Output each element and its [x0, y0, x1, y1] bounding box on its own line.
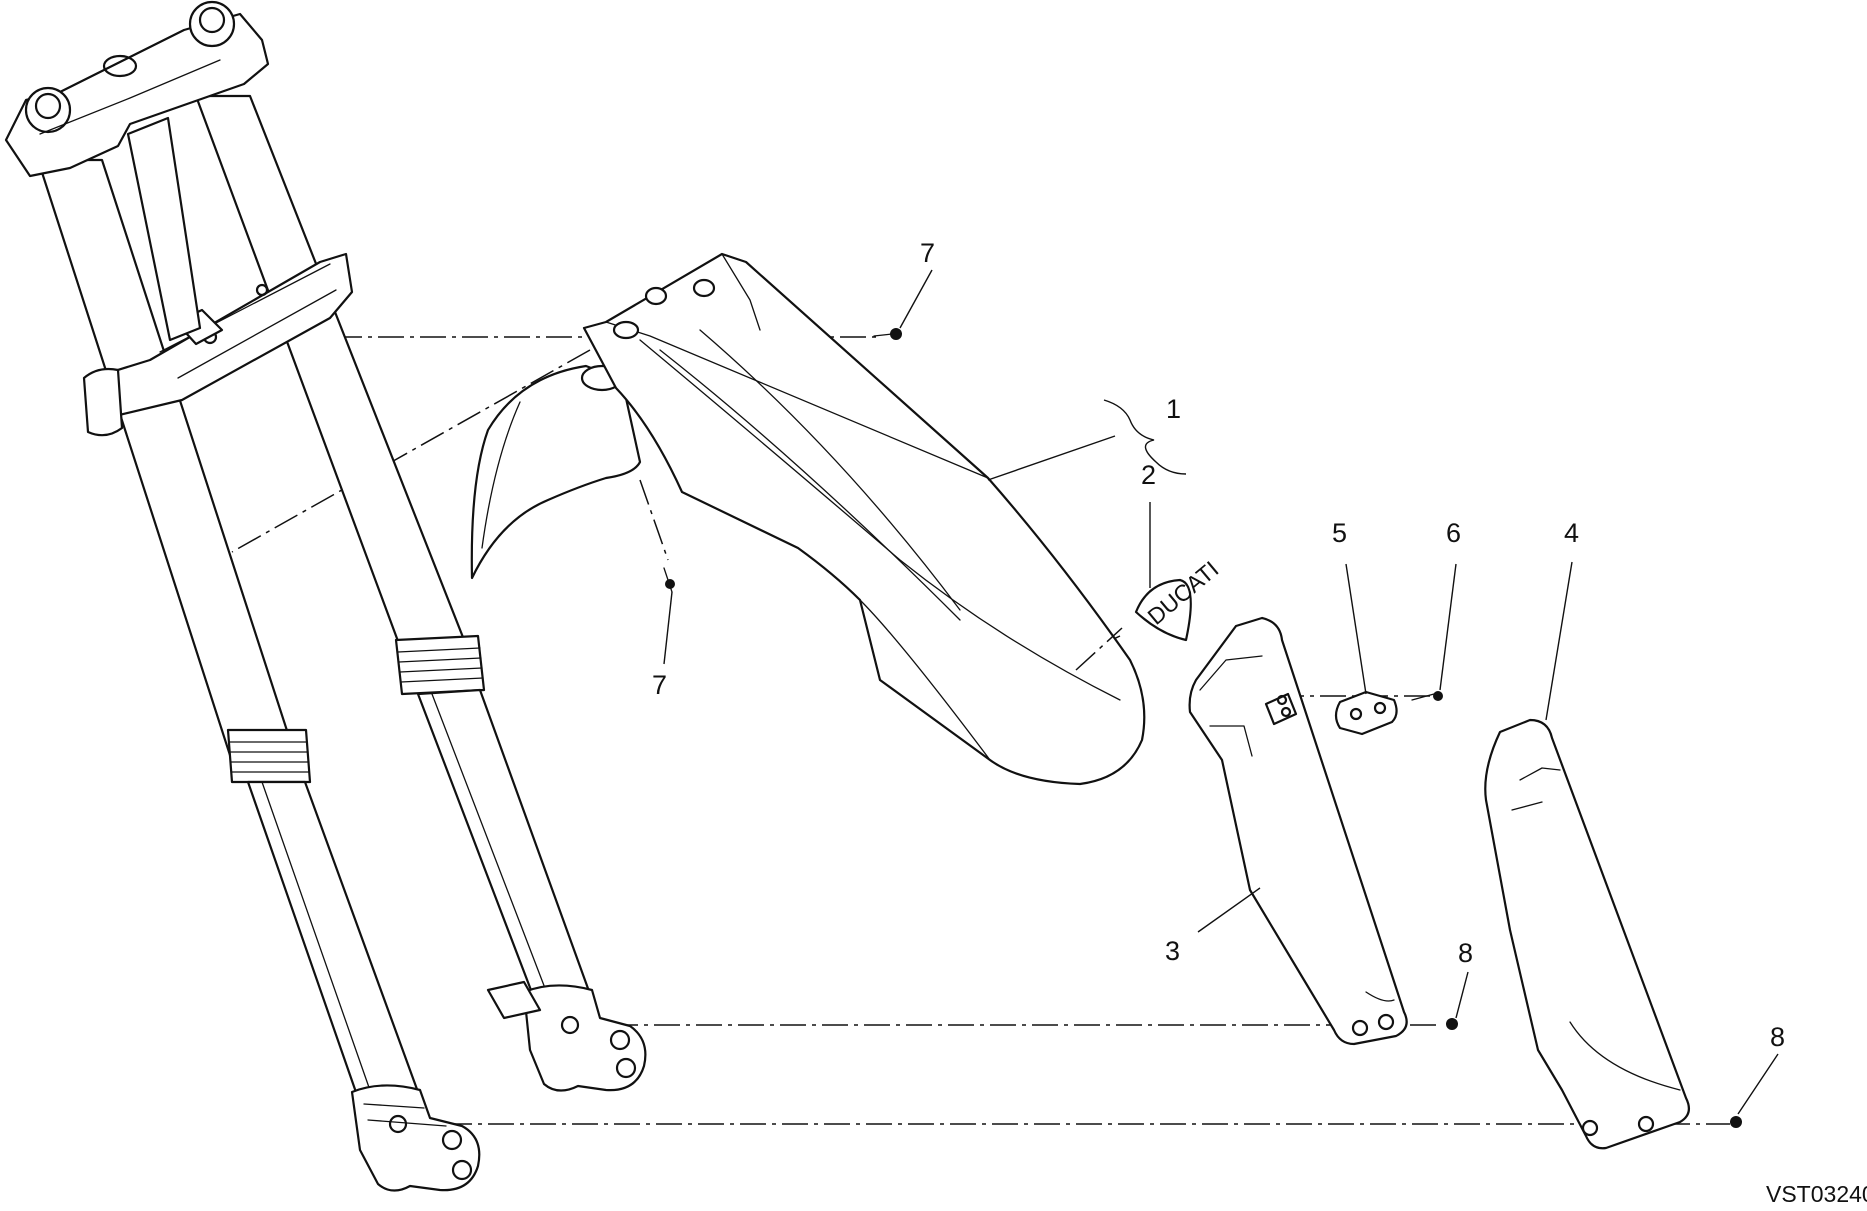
front-fork-assembly [4, 0, 647, 1192]
callout-8-middle: 8 [1458, 938, 1473, 968]
fork-guard-left [1188, 616, 1408, 1046]
callout-1: 1 [1166, 394, 1181, 424]
callout-labels: 1 2 3 4 5 6 7 7 8 8 [652, 238, 1785, 1052]
callout-2: 2 [1141, 460, 1156, 490]
fork-guard-right [1484, 718, 1691, 1150]
drawing-code: VST03240 [1766, 1181, 1867, 1207]
callout-7-bottom: 7 [652, 670, 667, 700]
front-mudguard [470, 252, 1146, 786]
callout-5: 5 [1332, 518, 1347, 548]
callout-7-top: 7 [920, 238, 935, 268]
leader-lines [663, 269, 1779, 1115]
fastening-hardware [663, 328, 1742, 1128]
ducati-badge: DUCATI [1134, 556, 1223, 642]
callout-8-right: 8 [1770, 1022, 1785, 1052]
callout-3: 3 [1165, 936, 1180, 966]
callout-4: 4 [1564, 518, 1579, 548]
callout-6: 6 [1446, 518, 1461, 548]
